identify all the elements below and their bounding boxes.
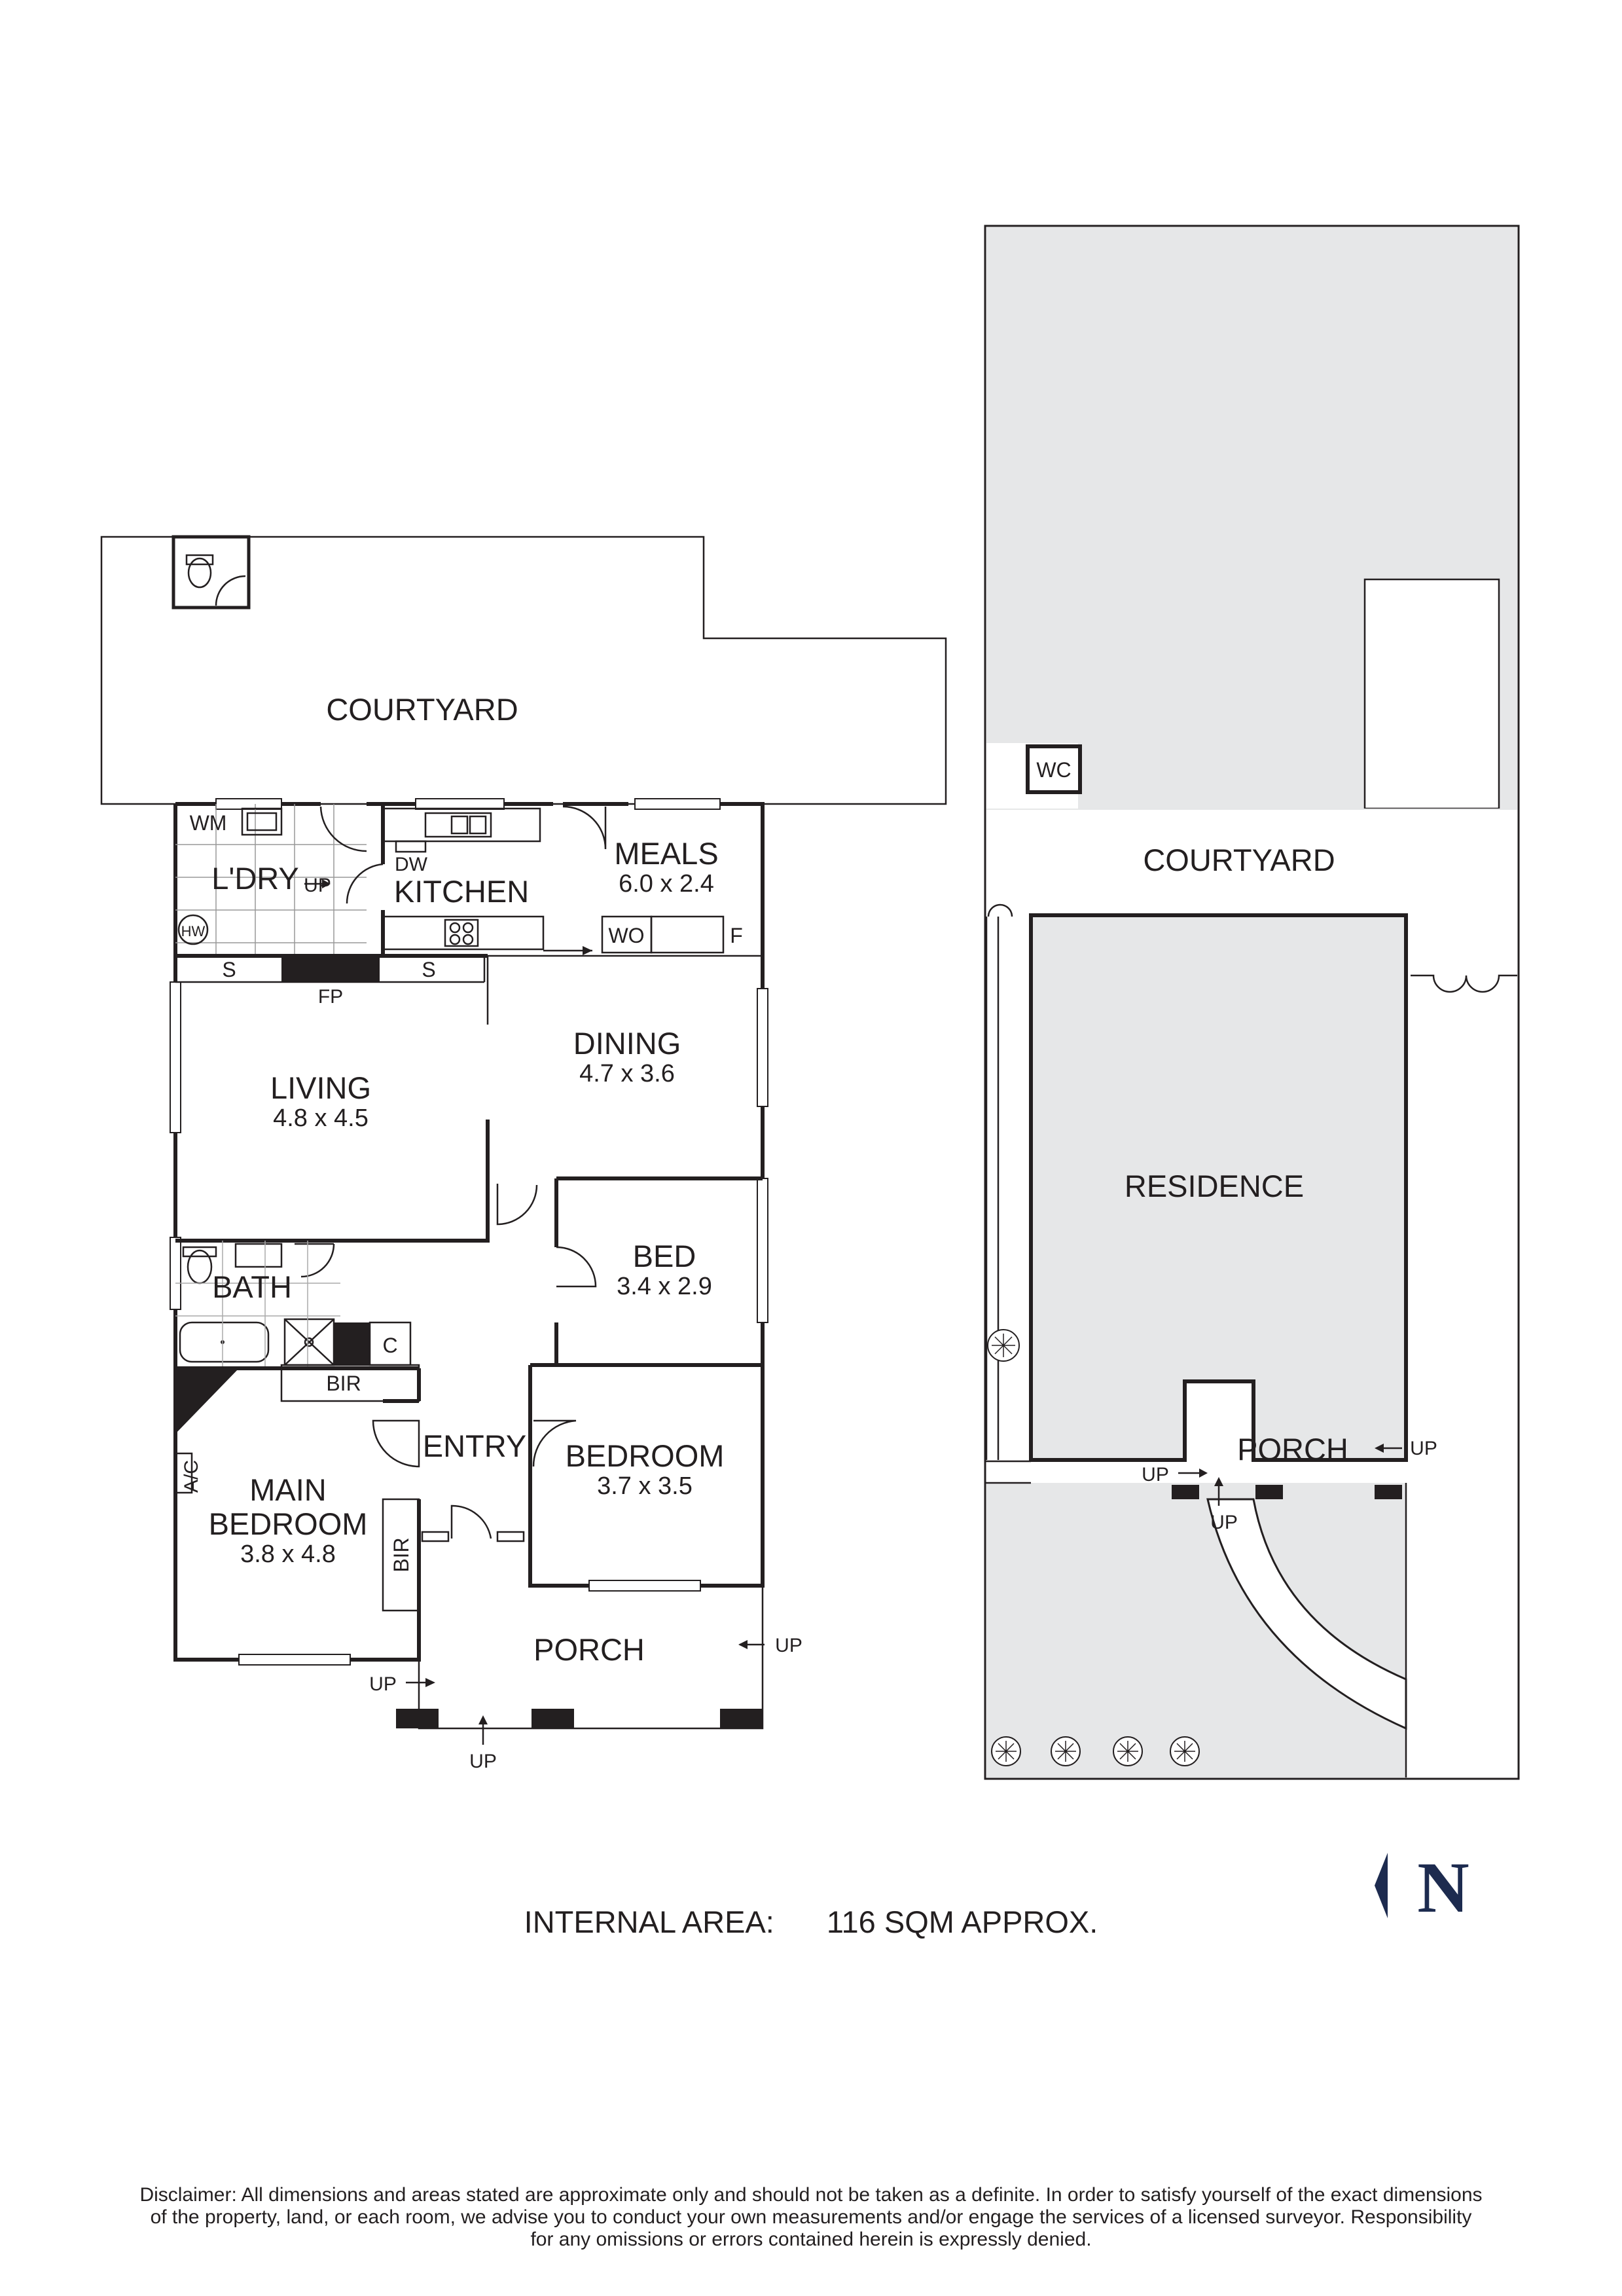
label-bath: BATH — [212, 1269, 292, 1304]
label-c: C — [382, 1334, 397, 1357]
label-dining: DINING — [573, 1026, 681, 1061]
bathtub-icon — [179, 1321, 270, 1363]
bath-vanity — [234, 1243, 283, 1268]
porch-outline — [418, 1586, 764, 1730]
fridge — [650, 915, 725, 954]
toilet-icon — [187, 557, 212, 589]
fireplace — [281, 956, 380, 982]
label-up-porch-left: UP — [369, 1673, 397, 1695]
label-hw: HW — [181, 923, 206, 939]
internal-area-value: 116 SQM APPROX. — [826, 1904, 1098, 1939]
label-main-bedroom-2: BEDROOM — [209, 1506, 368, 1541]
kitchen-bench-bottom — [382, 915, 545, 951]
hot-water-unit — [177, 914, 209, 945]
label-s-left: S — [222, 958, 236, 981]
porch-post — [532, 1709, 574, 1728]
label-main-bedroom-1: MAIN — [249, 1472, 327, 1507]
label-porch: PORCH — [533, 1632, 645, 1667]
label-dining-dim: 4.7 x 3.6 — [579, 1060, 675, 1087]
disclaimer-line: for any omissions or errors contained he… — [530, 2229, 1092, 2250]
label-meals-dim: 6.0 x 2.4 — [619, 870, 714, 898]
courtyard-outline — [100, 536, 947, 805]
north-label: N — [1417, 1848, 1469, 1927]
label-meals: MEALS — [614, 836, 718, 871]
label-courtyard: COURTYARD — [326, 692, 518, 727]
label-main-bedroom-dim: 3.8 x 4.8 — [240, 1540, 336, 1568]
cupboard-dark — [334, 1322, 370, 1365]
label-bed-dim: 3.4 x 2.9 — [617, 1273, 712, 1300]
site-label-up-left: UP — [1142, 1464, 1169, 1485]
site-label-up-right: UP — [1410, 1438, 1437, 1459]
outdoor-wc — [171, 535, 251, 610]
site-plan: COURTYARD RESIDENCE PORCH WC UP UP UP — [984, 225, 1520, 1780]
label-ac: A/C — [181, 1460, 202, 1493]
rear-shed — [1363, 578, 1500, 810]
site-wc — [1026, 744, 1082, 794]
porch-post — [720, 1709, 763, 1728]
label-fp: FP — [318, 986, 343, 1008]
air-con-unit — [174, 1452, 193, 1494]
bath-toilet-icon — [187, 1249, 213, 1285]
disclaimer-line: of the property, land, or each room, we … — [150, 2206, 1472, 2228]
north-arrow-icon: N — [1375, 1848, 1469, 1927]
label-living-dim: 4.8 x 4.5 — [273, 1104, 369, 1132]
label-bedroom-dim: 3.7 x 3.5 — [597, 1472, 693, 1500]
laundry-tiles — [175, 804, 367, 956]
disclaimer: Disclaimer: All dimensions and areas sta… — [0, 2184, 1622, 2251]
label-living: LIVING — [270, 1070, 371, 1105]
residence-outline — [1029, 913, 1408, 1462]
site-label-residence: RESIDENCE — [1125, 1169, 1304, 1203]
label-entry: ENTRY — [423, 1429, 526, 1463]
internal-area: INTERNAL AREA: 116 SQM APPROX. — [0, 1904, 1622, 1940]
label-bed: BED — [633, 1239, 696, 1273]
label-f: F — [730, 924, 743, 947]
cooktop-icon — [444, 919, 479, 947]
label-bedroom: BEDROOM — [566, 1438, 725, 1473]
label-up-porch-bottom: UP — [469, 1751, 497, 1772]
label-s-right: S — [422, 958, 435, 981]
label-laundry: L'DRY — [211, 861, 299, 896]
shower-icon — [283, 1318, 335, 1366]
site-label-porch: PORCH — [1237, 1432, 1348, 1467]
disclaimer-line: Disclaimer: All dimensions and areas sta… — [139, 2184, 1483, 2206]
main-bedroom-corner — [175, 1368, 239, 1434]
label-wo: WO — [608, 924, 644, 947]
label-up-laundry: UP — [304, 875, 331, 896]
site-label-up-bottom: UP — [1210, 1512, 1238, 1533]
label-up-porch-right: UP — [775, 1635, 802, 1656]
site-label-wc: WC — [1036, 758, 1071, 782]
kitchen-bench-top — [382, 807, 541, 843]
laundry-trough — [241, 807, 283, 836]
label-bir-bath: BIR — [326, 1372, 361, 1395]
front-yard-shade — [986, 1483, 1406, 1777]
site-label-courtyard: COURTYARD — [1143, 843, 1335, 877]
label-bir-main: BIR — [389, 1537, 413, 1572]
porch-post — [396, 1709, 439, 1728]
internal-area-label: INTERNAL AREA: — [524, 1904, 774, 1939]
label-dw: DW — [395, 854, 428, 875]
label-wm: WM — [190, 811, 227, 835]
label-kitchen: KITCHEN — [394, 874, 529, 909]
driveway — [1206, 1498, 1407, 1730]
floor-plan-left: COURTYARD L'DRY KITCHEN MEALS 6.0 x 2.4 … — [100, 535, 947, 1772]
